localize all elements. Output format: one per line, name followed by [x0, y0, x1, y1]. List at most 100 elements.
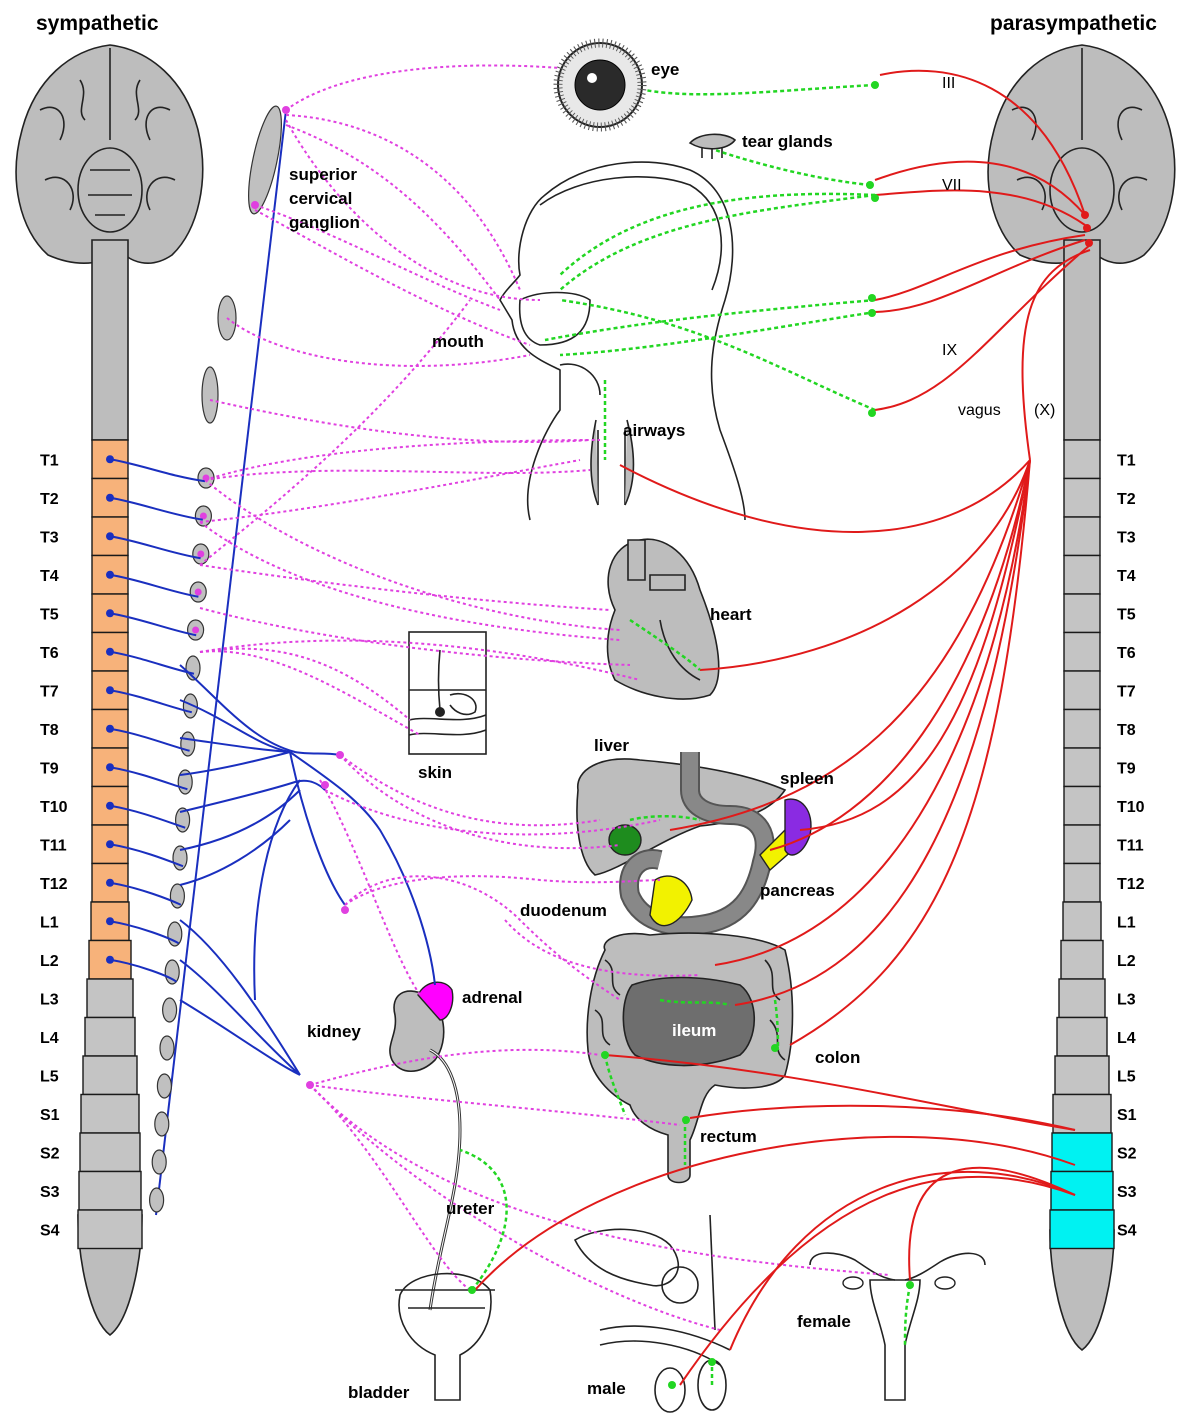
left-segment-label-T6: T6 [40, 645, 59, 662]
right-segment-T11 [1063, 824, 1101, 865]
right-segment-labels: T1T2T3T4T5T6T7T8T9T10T11T12L1L2L3L4L5S1S… [1117, 452, 1145, 1239]
label-ganglion: ganglion [289, 213, 360, 232]
label-skin: skin [418, 763, 452, 782]
right-segment-label-T12: T12 [1117, 876, 1145, 893]
label-stomach: stomach [660, 859, 730, 878]
left-segment-S4 [77, 1209, 143, 1250]
preganglionic-T1 [109, 458, 206, 483]
right-segment-label-T6: T6 [1117, 645, 1136, 662]
label-nerve-III: III [942, 75, 955, 92]
left-segment-S3 [78, 1170, 142, 1211]
right-segment-label-S2: S2 [1117, 1145, 1137, 1162]
chain-ganglion [164, 959, 180, 985]
tear-gland-drawing [688, 133, 737, 159]
left-segment-label-T3: T3 [40, 529, 59, 546]
left-segment-label-T1: T1 [40, 452, 59, 469]
chain-ganglion [167, 921, 183, 947]
left-segment-labels: T1T2T3T4T5T6T7T8T9T10T11T12L1L2L3L4L5S1S… [40, 452, 68, 1239]
label-nerve-IX: IX [942, 342, 957, 359]
left-segment-label-T12: T12 [40, 876, 68, 893]
left-segment-label-T7: T7 [40, 683, 59, 700]
right-segment-T4 [1063, 554, 1101, 595]
left-segment-label-L1: L1 [40, 914, 59, 931]
left-segment-S1 [80, 1093, 140, 1134]
label-vagus: vagus [958, 402, 1001, 419]
right-segment-L5 [1054, 1055, 1110, 1096]
right-segment-label-T3: T3 [1117, 529, 1136, 546]
label-ileum: ileum [672, 1021, 716, 1040]
sympathetic-chain [149, 105, 287, 1216]
right-segment-label-T10: T10 [1117, 799, 1145, 816]
left-segment-L2 [88, 939, 132, 980]
right-segment-L2 [1060, 939, 1104, 980]
label-superior: superior [289, 165, 357, 184]
label-duodenum: duodenum [520, 901, 607, 920]
preganglionic-T12 [109, 881, 182, 906]
right-segment-S2 [1051, 1132, 1113, 1173]
right-segment-label-S3: S3 [1117, 1184, 1137, 1201]
right-segment-T6 [1063, 631, 1101, 672]
right-segment-T10 [1063, 785, 1101, 826]
left-segment-label-T11: T11 [40, 837, 67, 854]
preganglionic-T10 [109, 804, 186, 829]
right-segment-label-L2: L2 [1117, 953, 1136, 970]
right-segment-label-T5: T5 [1117, 606, 1136, 623]
label-spleen: spleen [780, 769, 834, 788]
right-spinal-cord [1049, 239, 1115, 1352]
label-heart: heart [710, 605, 752, 624]
abdominal-organs-drawing [576, 752, 812, 937]
kidney-drawing [389, 981, 462, 1311]
left-segment-T8 [91, 708, 129, 749]
label-kidney: kidney [307, 1022, 361, 1041]
sympathetic-preganglionic-fibers [106, 455, 206, 983]
left-segment-S2 [79, 1132, 141, 1173]
preganglionic-L2 [109, 958, 178, 983]
left-segment-label-L4: L4 [40, 1030, 59, 1047]
skin-drawing [408, 631, 487, 755]
right-segment-T12 [1063, 862, 1101, 903]
preganglionic-T11 [109, 843, 184, 868]
right-segment-label-T8: T8 [1117, 722, 1136, 739]
chain-ganglion [169, 883, 185, 909]
right-segment-T9 [1063, 747, 1101, 788]
right-segment-L1 [1062, 901, 1102, 942]
sympathetic-title: sympathetic [36, 12, 159, 35]
chain-ganglion [162, 997, 178, 1023]
right-segment-label-T4: T4 [1117, 568, 1136, 585]
right-segment-label-T7: T7 [1117, 683, 1136, 700]
bladder-drawing [395, 1272, 495, 1401]
label-liver: liver [594, 736, 629, 755]
right-segment-label-S4: S4 [1117, 1222, 1137, 1239]
label-airways: airways [623, 421, 685, 440]
right-segment-label-S1: S1 [1117, 1107, 1137, 1124]
left-segment-L3 [86, 978, 134, 1019]
right-segment-label-T1: T1 [1117, 452, 1136, 469]
left-segment-label-S2: S2 [40, 1145, 60, 1162]
label-rectum: rectum [700, 1127, 757, 1146]
head-airways-drawing [499, 161, 746, 521]
ganglion-synapse-dot [194, 588, 202, 596]
right-segment-label-L4: L4 [1117, 1030, 1136, 1047]
preganglionic-T8 [109, 727, 190, 752]
left-segment-label-T5: T5 [40, 606, 59, 623]
preganglionic-T4 [109, 573, 199, 598]
left-segment-label-S4: S4 [40, 1222, 60, 1239]
right-segment-T7 [1063, 670, 1101, 711]
label-male: male [587, 1379, 626, 1398]
ganglion-synapse-dot [197, 550, 205, 558]
intestines-drawing [586, 932, 794, 1184]
synapse-dots [251, 81, 1093, 1389]
left-segment-label-L5: L5 [40, 1068, 59, 1085]
preganglionic-T2 [109, 496, 203, 521]
right-segment-label-L5: L5 [1117, 1068, 1136, 1085]
female-organs-drawing [809, 1252, 986, 1401]
left-segment-label-T9: T9 [40, 760, 59, 777]
label-bladder: bladder [348, 1383, 410, 1402]
ganglion-synapse-dot [192, 626, 200, 634]
right-segment-T8 [1063, 708, 1101, 749]
right-segment-T5 [1063, 593, 1101, 634]
right-segment-label-T11: T11 [1117, 837, 1144, 854]
preganglionic-T5 [109, 612, 197, 637]
